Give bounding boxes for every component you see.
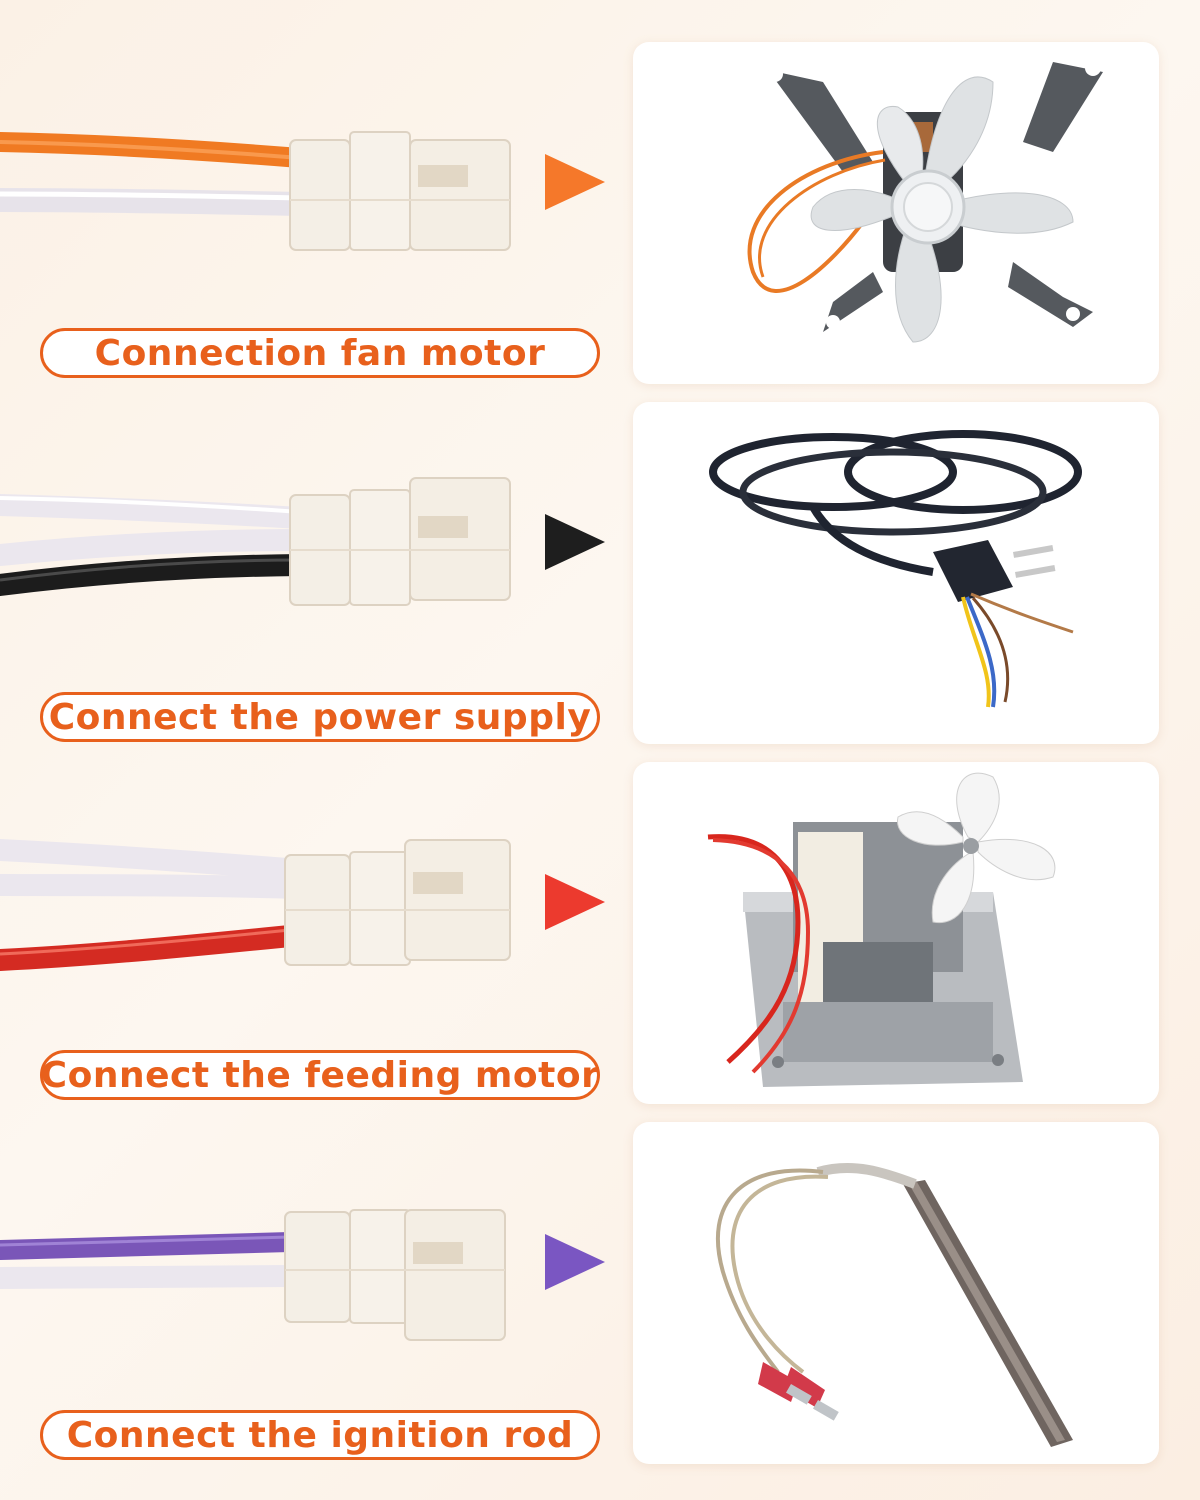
power-supply-wire-harness <box>0 477 511 606</box>
fan-motor-wire-harness <box>0 131 511 251</box>
feed-motor-image-card <box>633 762 1159 1104</box>
row-power-supply: Connect the power supply <box>0 400 1200 760</box>
ignition-rod-image <box>716 1162 1073 1447</box>
row-ignition-rod: Connect the ignition rod <box>0 1120 1200 1480</box>
fan-motor-image <box>747 60 1103 343</box>
label-feeding-motor: Connect the feeding motor <box>40 1050 600 1100</box>
arrow-right-icon <box>545 154 605 210</box>
ignition-rod-wire-harness <box>0 1209 506 1341</box>
ignition-rod-image-card <box>633 1122 1159 1464</box>
fan-motor-image-card <box>633 42 1159 384</box>
arrow-right-icon <box>545 874 605 930</box>
connector-shell <box>289 139 351 251</box>
row-feeding-motor: Connect the feeding motor <box>0 760 1200 1120</box>
label-ignition-rod: Connect the ignition rod <box>40 1410 600 1460</box>
feeding-motor-wire-harness <box>0 839 511 971</box>
arrow-right-icon <box>545 514 605 570</box>
power-cord-image-card <box>633 402 1159 744</box>
arrow-right-icon <box>545 1234 605 1290</box>
row-fan-motor: Connection fan motor <box>0 40 1200 400</box>
label-power-supply: Connect the power supply <box>40 692 600 742</box>
label-fan-motor: Connection fan motor <box>40 328 600 378</box>
feed-motor-image <box>707 772 1056 1087</box>
power-cord-image <box>709 430 1082 708</box>
